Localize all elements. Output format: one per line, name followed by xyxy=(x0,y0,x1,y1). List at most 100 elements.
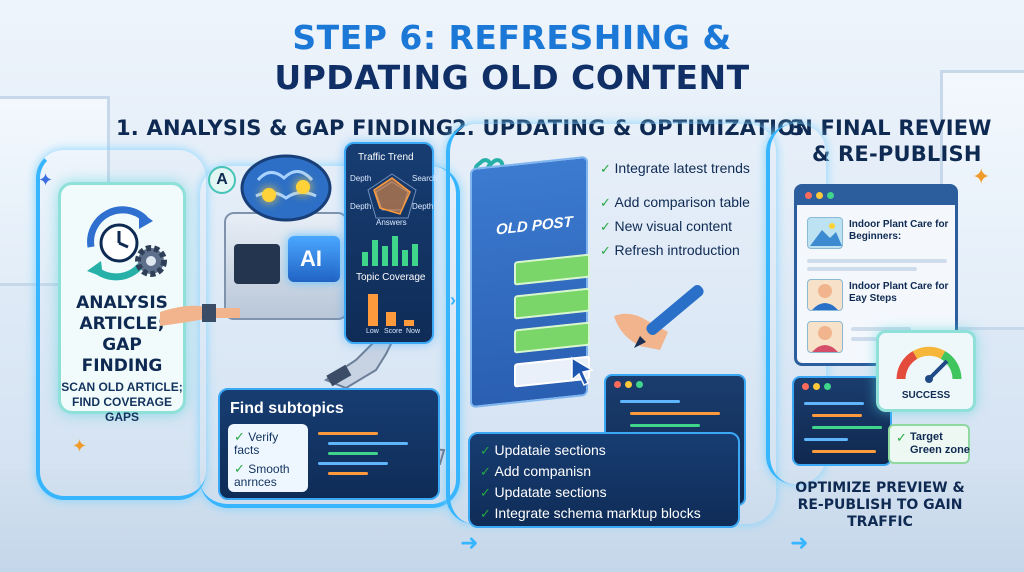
code-line xyxy=(318,462,388,465)
robot-hand-icon xyxy=(323,336,396,390)
update-item-text: Updataie sections xyxy=(494,442,606,458)
subtopic-item-text: Smooth anrnces xyxy=(234,462,290,489)
radar-label: Depth xyxy=(350,174,372,183)
check-icon: ✓ xyxy=(600,195,615,210)
ai-screen: AI xyxy=(288,236,340,282)
checklist-item: ✓ Add comparison table xyxy=(600,194,750,211)
window-dot xyxy=(824,383,831,390)
code-line xyxy=(328,452,378,455)
flow-line-4 xyxy=(766,124,826,484)
gear-icon xyxy=(135,245,167,277)
sparkle-icon: ✦ xyxy=(38,170,54,190)
window-dot xyxy=(813,383,820,390)
traffic-trend-panel: Traffic Trend Depth Search Depth Depth A… xyxy=(344,142,438,344)
topic-coverage-title: Topic Coverage xyxy=(356,272,426,283)
subtopic-item: ✓ Smooth anrnces xyxy=(234,462,306,489)
check-icon: ✓ xyxy=(234,461,245,476)
update-item-text: Integrate schema marktup blocks xyxy=(494,505,701,521)
image-thumbnail xyxy=(807,321,843,353)
check-icon: ✓ xyxy=(480,443,495,458)
coverage-axis-label: Now xyxy=(406,328,421,335)
text-placeholder-line xyxy=(807,259,947,263)
subtopics-code xyxy=(318,430,428,490)
code-line xyxy=(620,400,680,403)
column-3-heading-line-1: 3. FINAL REVIEW xyxy=(790,116,992,140)
checklist-item-text: Integrate latest trends xyxy=(614,160,750,176)
update-item-text: Updatate sections xyxy=(494,484,607,500)
analysis-card: ANALYSIS ARTICLE; GAP FINDING SCAN OLD A… xyxy=(58,182,186,424)
window-dot xyxy=(636,381,643,388)
update-item: ✓ Updatate sections xyxy=(480,484,607,501)
landscape-icon xyxy=(810,223,842,246)
window-dot xyxy=(816,192,823,199)
title-line-2: UPDATING OLD CONTENT xyxy=(274,58,750,97)
coverage-axis-label: Low xyxy=(366,328,379,335)
checklist-item: ✓ New visual content xyxy=(600,218,732,235)
radar-chart xyxy=(367,173,417,219)
find-subtopics-panel: Find subtopics ✓ Verify facts ✓ Smooth a… xyxy=(218,388,440,500)
flow-line-1 xyxy=(36,150,206,500)
flow-line-2 xyxy=(200,166,460,508)
success-gauge-card: SUCCESS xyxy=(876,330,976,412)
code-line xyxy=(328,442,408,445)
text-placeholder-line xyxy=(807,267,917,271)
ai-label: AI xyxy=(300,246,322,271)
analysis-card-title: ANALYSIS ARTICLE; GAP FINDING xyxy=(76,293,168,376)
letter-badge: A xyxy=(208,166,236,194)
code-line xyxy=(318,432,378,435)
final-note: OPTIMIZE PREVIEW & RE-PUBLISH TO GAIN TR… xyxy=(795,480,965,530)
window-dot xyxy=(614,381,621,388)
gauge-label: SUCCESS xyxy=(901,390,951,401)
checklist-item: ✓ Integrate latest trends xyxy=(600,160,750,177)
arrow-icon: ➜ xyxy=(790,530,809,555)
code-line xyxy=(804,402,864,405)
check-icon: ✓ xyxy=(480,485,495,500)
lightbulb-icon xyxy=(296,180,310,194)
gauge-icon xyxy=(896,346,962,383)
post-section-bar xyxy=(514,287,590,320)
target-label: Target Green zone xyxy=(910,431,970,456)
code-panel-small xyxy=(792,376,892,466)
subtopic-item-text: Verify facts xyxy=(234,430,279,457)
code-line xyxy=(630,424,700,427)
window-dot xyxy=(802,383,809,390)
check-icon: ✓ xyxy=(480,464,495,479)
radar-label: Depth xyxy=(412,202,434,211)
checklist-item-text: Refresh introduction xyxy=(614,242,740,258)
code-line xyxy=(804,438,848,441)
mini-bar-chart xyxy=(362,236,418,266)
preview-title: Indoor Plant Care for Beginners: xyxy=(849,219,949,242)
image-thumbnail xyxy=(807,279,843,311)
code-line xyxy=(812,426,882,429)
window-dot xyxy=(805,192,812,199)
check-icon: ✓ xyxy=(480,506,495,521)
brain-icon xyxy=(240,154,332,222)
window-dot xyxy=(827,192,834,199)
sparkle-icon: ✦ xyxy=(972,164,991,189)
traffic-trend-title: Traffic Trend xyxy=(358,152,414,163)
page-title: STEP 6: REFRESHING & UPDATING OLD CONTEN… xyxy=(0,18,1024,98)
window-dot xyxy=(625,381,632,388)
post-section-bar xyxy=(514,253,590,286)
checklist-item: ✓ Refresh introduction xyxy=(600,242,740,259)
image-thumbnail xyxy=(807,217,843,249)
post-section-bar xyxy=(514,321,590,354)
check-icon: ✓ xyxy=(600,219,615,234)
radar-label: Answers xyxy=(376,218,407,227)
radar-label: Search xyxy=(412,174,438,183)
check-icon: ✓ xyxy=(600,243,615,258)
sparkle-icon: ✦ xyxy=(72,436,88,456)
lightbulb-icon xyxy=(262,188,276,202)
target-zone-badge: ✓ Target Green zone xyxy=(888,424,970,464)
find-subtopics-heading: Find subtopics xyxy=(230,400,344,417)
ai-machine: AI xyxy=(224,212,348,320)
coverage-bars xyxy=(368,294,414,326)
check-icon: ✓ xyxy=(600,161,615,176)
code-line xyxy=(328,472,368,475)
old-post-label: OLD POST xyxy=(496,213,573,239)
cursor-icon xyxy=(571,356,594,386)
preview-title: Indoor Plant Care for Eay Steps xyxy=(849,281,949,304)
subtopics-check-card: ✓ Verify facts ✓ Smooth anrnces xyxy=(228,424,308,492)
letter-badge-text: A xyxy=(216,171,228,188)
analysis-card-text: SCAN OLD ARTICLE; FIND COVERAGE GAPS xyxy=(61,380,183,424)
